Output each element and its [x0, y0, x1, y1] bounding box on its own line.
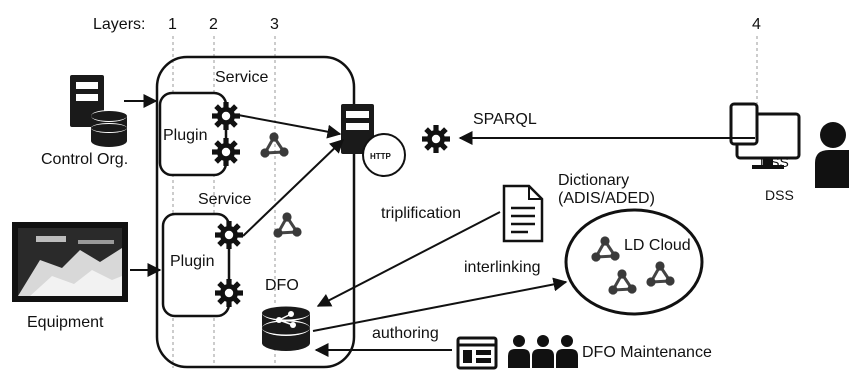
plugin-top-label: Plugin — [163, 127, 207, 144]
document-icon — [502, 184, 544, 243]
ld-cloud-ellipse — [564, 208, 704, 316]
gear-icon — [212, 138, 240, 166]
dss-label: DSS — [765, 187, 794, 203]
arrow-plugin2-to-http — [242, 139, 345, 237]
gear-icon — [212, 102, 240, 130]
plugin-bottom-label: Plugin — [170, 253, 214, 270]
dfo-database-icon — [262, 305, 310, 351]
dss-devices-icon — [729, 102, 801, 169]
dfo-label: DFO — [265, 277, 299, 294]
arrow-plugin-to-http — [237, 114, 342, 139]
service-top-label: Service — [215, 69, 268, 86]
control-org-server-icon — [70, 75, 127, 147]
ld-cloud-label: LD Cloud — [624, 237, 691, 254]
service-container — [155, 55, 356, 369]
layer-number-4: 4 — [752, 16, 761, 33]
interlinking-label: interlinking — [464, 259, 540, 276]
molecule-icon — [606, 267, 639, 297]
dictionary-label-line2: (ADIS/ADED) — [558, 190, 655, 207]
authoring-label: authoring — [372, 325, 439, 342]
gear-icon — [422, 125, 450, 153]
plugin-top-box — [158, 91, 228, 177]
layer-number-2: 2 — [209, 16, 218, 33]
gear-icon — [215, 279, 243, 307]
molecule-icon — [271, 210, 304, 240]
sparql-label: SPARQL — [473, 111, 537, 128]
dictionary-label-line1: Dictionary — [558, 172, 629, 189]
control-org-label: Control Org. — [41, 151, 128, 168]
plugin-bottom-box — [161, 212, 231, 318]
molecule-icon — [644, 259, 677, 289]
arrow-dictionary-triplification — [316, 211, 501, 307]
layers-title: Layers: — [93, 16, 145, 33]
dfo-maintenance-label: DFO Maintenance — [582, 344, 712, 361]
equipment-photo — [12, 222, 128, 302]
person-icon — [815, 122, 849, 188]
arrow-dfo-interlinking — [312, 277, 568, 332]
window-icon — [456, 336, 498, 370]
triplification-label: triplification — [381, 205, 461, 222]
layer-number-3: 3 — [270, 16, 279, 33]
dss-monitor-label: DSS — [760, 154, 789, 170]
service-bottom-label: Service — [198, 191, 251, 208]
layer-number-1: 1 — [168, 16, 177, 33]
people-icon — [508, 335, 578, 368]
http-server-icon — [341, 104, 406, 177]
http-badge-label: HTTP — [370, 152, 392, 161]
connection-arrows — [124, 94, 735, 357]
molecule-icon — [589, 234, 622, 264]
gear-icon — [215, 221, 243, 249]
equipment-label: Equipment — [27, 314, 104, 331]
